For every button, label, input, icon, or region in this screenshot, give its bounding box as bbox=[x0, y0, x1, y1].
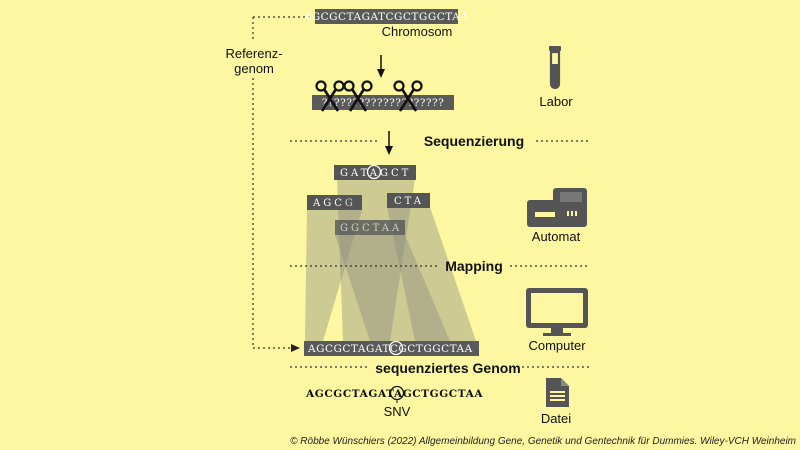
arrow-down-icon bbox=[377, 69, 385, 78]
reference-label-line2: genom bbox=[234, 61, 274, 76]
read-box bbox=[334, 165, 416, 180]
scissors-icon bbox=[343, 80, 373, 112]
arrow-down-icon bbox=[385, 146, 393, 155]
test-tube-icon bbox=[549, 46, 561, 90]
snv-sequence: AGCGCTAGATAGCTGGCTAA bbox=[305, 388, 483, 400]
mapping-band-read1 bbox=[337, 179, 415, 341]
variant-highlight-circle bbox=[366, 164, 382, 180]
reference-label-line1: Referenz- bbox=[225, 46, 282, 61]
variant-highlight-circle bbox=[388, 340, 404, 356]
computer-label: Computer bbox=[528, 338, 586, 353]
snv-highlight-circle bbox=[389, 385, 405, 401]
read-box bbox=[387, 193, 430, 208]
mapping-projections bbox=[305, 179, 476, 341]
mapping-band-read3 bbox=[387, 207, 476, 341]
read-1: GATAGCT bbox=[340, 168, 411, 179]
mapping-label: Mapping bbox=[445, 258, 503, 274]
computer-monitor-icon bbox=[526, 288, 588, 336]
read-2: AGCG bbox=[312, 198, 356, 209]
read-4: GGCTAA bbox=[340, 223, 402, 234]
automat-label: Automat bbox=[532, 229, 581, 244]
reference-bracket bbox=[252, 16, 310, 352]
snv-label: SNV bbox=[384, 404, 411, 419]
copyright-notice: © Röbbe Wünschiers (2022) Allgemeinbildu… bbox=[290, 436, 796, 447]
sequencer-icon bbox=[527, 188, 587, 227]
mapping-band-read4 bbox=[335, 235, 450, 341]
sequencing-label: Sequenzierung bbox=[424, 133, 524, 149]
fragment-sequence: ???????????????????? bbox=[322, 97, 445, 109]
read-box bbox=[335, 220, 405, 235]
arrow-right-icon bbox=[291, 344, 300, 352]
chromosome-label: Chromosom bbox=[382, 24, 453, 39]
mapped-genome-box bbox=[304, 341, 479, 356]
read-box bbox=[307, 195, 362, 210]
fragment-sequence-box bbox=[312, 95, 454, 110]
sequenced-genome-label: sequenziertes Genom bbox=[375, 360, 521, 376]
mapped-genome-sequence: AGCGCTAGATCGCTGGCTAA bbox=[307, 343, 473, 355]
mapping-band-read2 bbox=[305, 210, 362, 341]
scissors-icon bbox=[393, 80, 423, 112]
chromosome-sequence-box bbox=[315, 9, 458, 24]
document-icon bbox=[546, 378, 569, 407]
datei-label: Datei bbox=[541, 411, 571, 426]
read-3: CTA bbox=[394, 196, 424, 207]
labor-label: Labor bbox=[539, 94, 573, 109]
chromosome-sequence: AGCGCTAGATCGCTGGCTAA bbox=[303, 11, 469, 23]
